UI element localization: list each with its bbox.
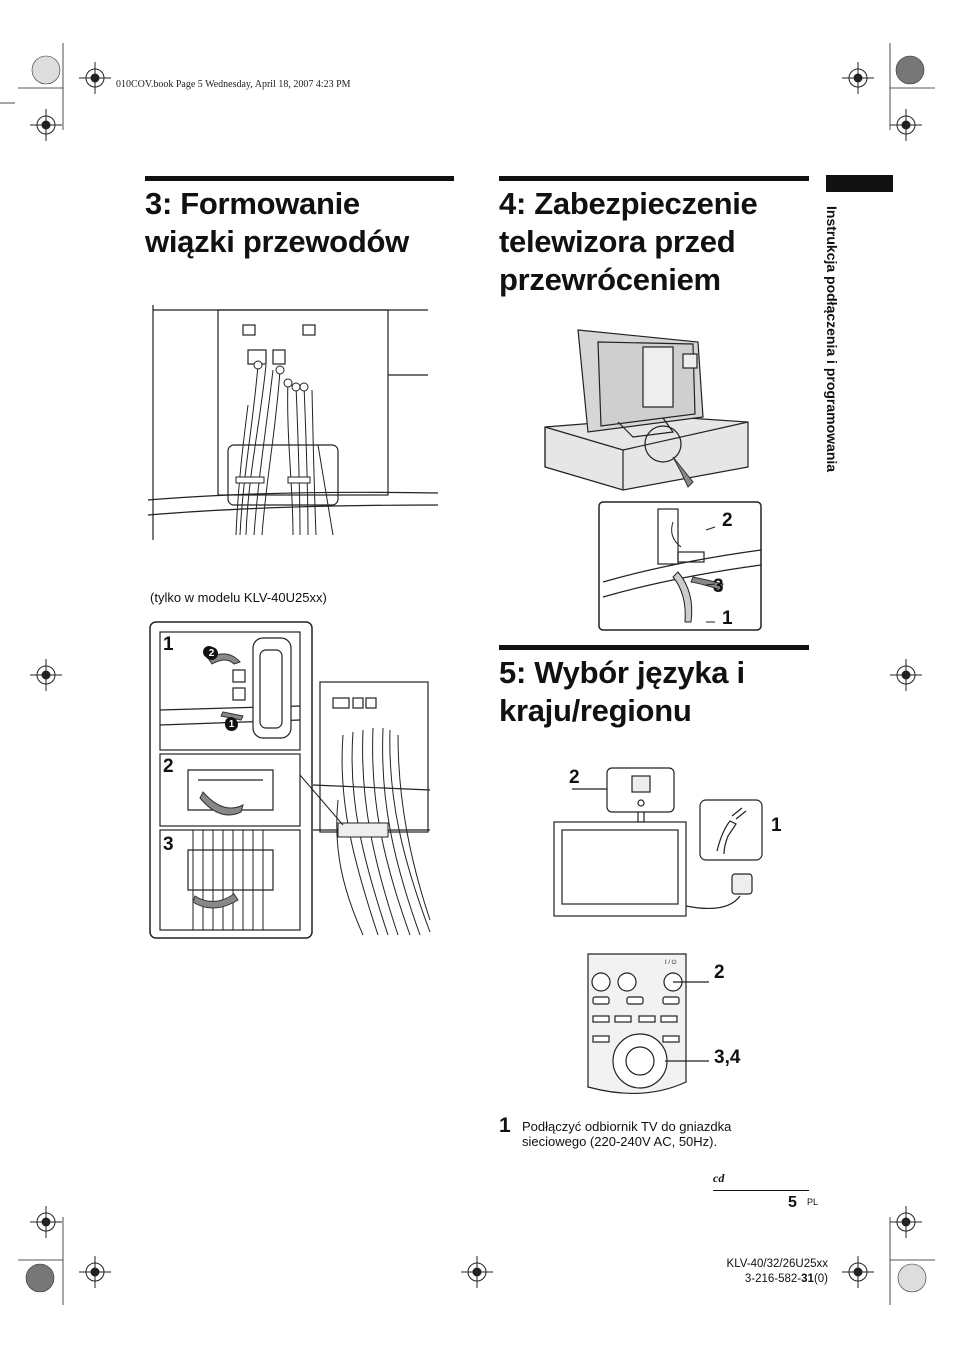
section3-title-line2: wiązki przewodów <box>145 224 409 259</box>
step1-text-line1: Podłączyć odbiornik TV do gniazdka <box>522 1119 732 1134</box>
model-line2-bold: 31 <box>801 1273 814 1285</box>
section5-remote-callout-34: 3,4 <box>714 1047 741 1068</box>
section5-rule <box>499 645 809 650</box>
starburst-targets <box>25 55 927 1293</box>
section3-marker-2: 2 <box>205 647 218 660</box>
model-line2-prefix: 3-216-582- <box>744 1273 802 1285</box>
model-line2: 3-216-582-31(0) <box>713 1272 828 1287</box>
tv-power-connection-illustration <box>553 767 763 917</box>
section4-title-line1: 4: Zabezpieczenie <box>499 186 758 221</box>
side-tab-label: Instrukcja podłączenia i programowania <box>824 206 840 473</box>
tv-anti-tip-illustration <box>544 329 762 631</box>
model-info: KLV-40/32/26U25xx 3-216-582-31(0) <box>713 1257 828 1287</box>
page-number: 5 <box>788 1194 797 1211</box>
section5-tv-callout-2: 2 <box>569 767 580 788</box>
section4-callout-2: 2 <box>722 510 733 531</box>
section5-title-line1: 5: Wybór języka i <box>499 655 745 690</box>
side-tab-marker <box>826 175 893 192</box>
section4-title-line3: przewróceniem <box>499 262 721 297</box>
model-line1: KLV-40/32/26U25xx <box>726 1258 828 1270</box>
section3-rule <box>145 176 454 181</box>
section3-title-line1: 3: Formowanie <box>145 186 360 221</box>
section5-title: 5: Wybór języka i kraju/regionu <box>499 654 745 730</box>
section4-callout-3: 3 <box>713 576 724 597</box>
section3-marker-1: 1 <box>225 718 238 731</box>
file-info-header: 010COV.book Page 5 Wednesday, April 18, … <box>116 79 351 90</box>
model-line2-suffix: (0) <box>813 1273 828 1285</box>
page-number-rule <box>713 1190 809 1191</box>
page-language: PL <box>807 1197 819 1207</box>
section5-tv-callout-1: 1 <box>771 815 782 836</box>
section3-step-3: 3 <box>163 834 174 855</box>
cd-mark: cd <box>713 1171 725 1185</box>
step1-text: Podłączyć odbiornik TV do gniazdka sieci… <box>522 1119 731 1149</box>
section4-title: 4: Zabezpieczenie telewizora przed przew… <box>499 185 758 299</box>
section3-step-1: 1 <box>163 634 174 655</box>
section4-rule <box>499 176 809 181</box>
section5-remote-callout-2: 2 <box>714 962 725 983</box>
cable-clamp-steps-illustration <box>149 621 431 939</box>
section3-caption: (tylko w modelu KLV-40U25xx) <box>150 590 327 605</box>
remote-control-illustration <box>587 953 709 1095</box>
section3-step-2: 2 <box>163 756 174 777</box>
step1-text-line2: sieciowego (220-240V AC, 50Hz). <box>522 1134 718 1149</box>
section3-title: 3: Formowanie wiązki przewodów <box>145 185 409 261</box>
section4-callout-1: 1 <box>722 608 733 629</box>
section4-title-line2: telewizora przed <box>499 224 736 259</box>
crosshair-targets <box>30 62 922 1288</box>
cable-bundle-illustration <box>147 305 439 540</box>
remote-power-label: I / ⏻ <box>665 960 677 966</box>
step1-number: 1 <box>499 1114 511 1137</box>
section5-title-line2: kraju/regionu <box>499 693 692 728</box>
